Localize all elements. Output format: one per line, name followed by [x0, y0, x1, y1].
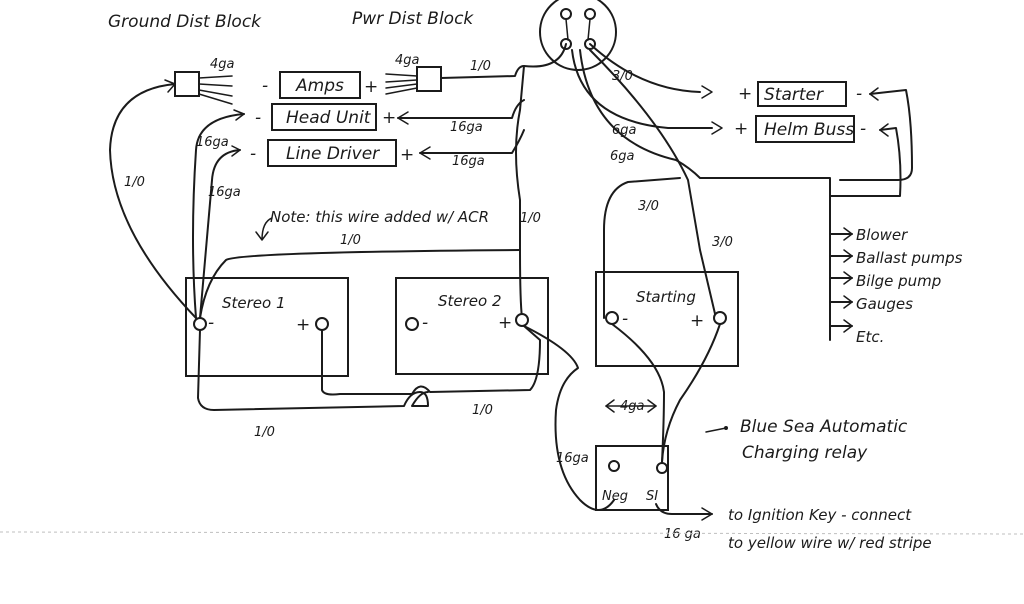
stereo1-plus: + [296, 315, 310, 335]
stereo1-label: Stereo 1 [222, 294, 286, 312]
acr-neg-label: Neg [602, 489, 628, 504]
gauge-label: 1/0 [254, 425, 275, 440]
line-driver-label: Line Driver [286, 144, 380, 164]
battery-starting: Starting - + [595, 271, 739, 367]
head-unit-minus: - [255, 108, 261, 128]
scan-divider [0, 531, 1024, 535]
starter-minus: - [856, 84, 862, 104]
gauge-label: 1/0 [124, 175, 145, 190]
power-source-connector [539, 0, 617, 71]
gauge-label: 16 ga [664, 527, 701, 542]
line-driver-component: Line Driver - + 16ga [250, 129, 525, 169]
starter-component: + Starter - [738, 81, 913, 181]
stereo2-plus: + [498, 313, 512, 333]
starting-minus: - [622, 309, 628, 329]
stereo2-minus: - [422, 313, 428, 333]
helm-loads: Blower Ballast pumps Bilge pump Gauges E… [829, 226, 963, 346]
battery-stereo1: Stereo 1 - + [185, 277, 349, 377]
head-unit-label: Head Unit [286, 108, 372, 128]
acr-title-line2: Charging relay [742, 443, 868, 463]
note-label: Note: this wire added w/ ACR [270, 208, 489, 226]
stereo2-label: Stereo 2 [438, 292, 502, 310]
helm-load-label: Ballast pumps [856, 249, 963, 267]
ignition-note-line1: to Ignition Key - connect [728, 506, 912, 524]
ground-dist-block: 4ga [174, 57, 235, 105]
amps-plus: + [364, 77, 378, 97]
gauge-label: 1/0 [470, 59, 491, 74]
starting-plus: + [690, 311, 704, 331]
ignition-note-line2: to yellow wire w/ red stripe [728, 534, 932, 552]
acr-relay: Neg SI [595, 445, 669, 511]
stereo1-minus: - [208, 313, 214, 333]
gauge-label: 3/0 [612, 69, 633, 84]
acr-title-line1: Blue Sea Automatic [740, 417, 908, 437]
gauge-label: 6ga [610, 149, 635, 164]
gauge-label: 16ga [556, 451, 589, 466]
acr-sl-label: SI [646, 489, 658, 504]
amps-component: Amps - + [262, 71, 378, 99]
line-driver-plus: + [400, 145, 414, 165]
amps-label: Amps [295, 76, 344, 96]
helm-buss-plus: + [734, 119, 748, 139]
helm-buss-label: Helm Buss [764, 120, 854, 140]
starting-label: Starting [636, 288, 696, 306]
gauge-label: 1/0 [472, 403, 493, 418]
gauge-label: 3/0 [638, 199, 659, 214]
gauge-label: 16ga [196, 135, 229, 150]
gauge-label: 4ga [620, 399, 645, 414]
helm-load-label: Gauges [856, 295, 913, 313]
battery-stereo2: Stereo 2 - + [395, 277, 549, 375]
head-unit-plus: + [382, 108, 396, 128]
gauge-label: 1/0 [340, 233, 361, 248]
helm-buss-minus: - [860, 119, 866, 139]
gauge-label: 4ga [395, 53, 420, 68]
gauge-label: 4ga [210, 57, 235, 72]
head-unit-component: Head Unit - + 16ga [255, 99, 525, 135]
line-driver-minus: - [250, 144, 256, 164]
gauge-label: 16ga [452, 154, 485, 169]
helm-buss-component: + Helm Buss - [734, 115, 902, 341]
gauge-label: 3/0 [712, 235, 733, 250]
starter-plus: + [738, 84, 752, 104]
starter-label: Starter [764, 85, 824, 105]
helm-load-label: Blower [856, 226, 908, 244]
gauge-label: 16ga [208, 185, 241, 200]
helm-load-label: Bilge pump [856, 272, 941, 290]
pwr-dist-block-label: Pwr Dist Block [352, 9, 474, 29]
helm-load-label: Etc. [856, 328, 884, 346]
ground-dist-block-label: Ground Dist Block [108, 12, 262, 32]
gauge-label: 16ga [450, 120, 483, 135]
amps-minus: - [262, 76, 268, 96]
gauge-label: 1/0 [520, 211, 541, 226]
pwr-dist-block: 4ga 1/0 [385, 53, 525, 95]
gauge-label: 6ga [612, 123, 637, 138]
